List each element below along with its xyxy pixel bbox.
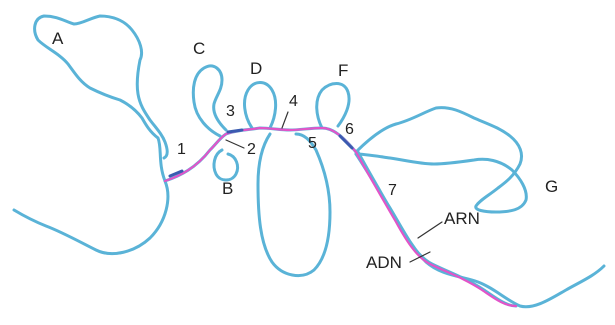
leader-adn xyxy=(409,251,431,263)
label-f: F xyxy=(338,61,349,80)
loop-a xyxy=(33,14,169,183)
leader-arn xyxy=(417,221,443,239)
node-1-mark xyxy=(168,169,184,178)
loop-a-tail xyxy=(12,179,170,255)
loop-c xyxy=(191,64,228,138)
label-6: 6 xyxy=(345,121,354,138)
label-c: C xyxy=(193,39,206,58)
label-7: 7 xyxy=(388,182,397,199)
label-g: G xyxy=(545,177,559,196)
leader-2 xyxy=(225,139,245,149)
loop-center xyxy=(256,132,332,278)
loop-lower-right xyxy=(354,152,606,309)
label-1: 1 xyxy=(177,141,186,158)
loop-b xyxy=(212,148,240,182)
label-adn: ADN xyxy=(366,253,402,272)
label-5: 5 xyxy=(308,135,317,152)
leader-4 xyxy=(281,111,289,129)
strand-adn-outline xyxy=(356,150,518,308)
loop-g xyxy=(354,106,528,214)
label-b: B xyxy=(222,179,234,198)
loop-f xyxy=(315,82,351,130)
node-6-mark xyxy=(338,134,354,150)
label-3: 3 xyxy=(226,103,235,120)
loop-d xyxy=(243,81,278,130)
strand-arn xyxy=(163,126,518,308)
label-a: A xyxy=(52,29,64,48)
node-3-mark xyxy=(226,128,244,134)
label-2: 2 xyxy=(247,141,256,158)
label-4: 4 xyxy=(289,93,298,110)
label-d: D xyxy=(250,59,263,78)
label-arn: ARN xyxy=(444,209,480,228)
